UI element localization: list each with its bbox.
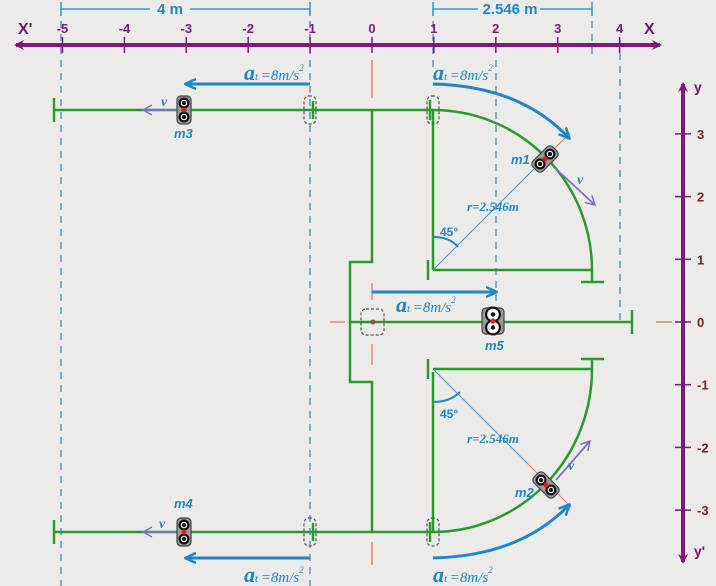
y-tick-label: -1 — [697, 378, 709, 393]
mass-label-m5: m5 — [485, 338, 505, 353]
accel-label-m3: at =8m/s2 — [244, 60, 304, 85]
velocity-label-m3: v — [161, 95, 168, 110]
radius-label-upper: r=2.546m — [467, 199, 519, 214]
mass-label-m3: m3 — [174, 126, 194, 141]
ghost-m3 — [303, 95, 317, 125]
dimension-left — [60, 2, 311, 16]
radius-label-lower: r=2.546m — [467, 431, 519, 446]
x-tick-label: 2 — [492, 21, 499, 36]
x-tick-label: -5 — [57, 21, 69, 36]
y-tick-label: 3 — [697, 127, 704, 142]
y-tick-label: -2 — [697, 440, 709, 455]
x-tick-label: -4 — [119, 21, 131, 36]
cart-m4 — [176, 517, 192, 547]
angle-arc-lower — [432, 391, 461, 403]
ghost-m2 — [426, 517, 440, 547]
ghost-m4 — [303, 517, 317, 547]
mass-label-m1: m1 — [511, 152, 530, 167]
velocity-label-m4: v — [159, 517, 166, 532]
y-tick-label: 0 — [697, 315, 704, 330]
velocity-arrows — [141, 104, 597, 538]
mass-label-m4: m4 — [174, 496, 194, 511]
origin-dot — [370, 319, 376, 325]
y-prime-axis-label: y' — [694, 543, 705, 559]
y-axis: 3 2 1 0 -1 -2 -3 y y' — [656, 79, 709, 564]
accel-label-m4: at =8m/s2 — [244, 562, 304, 586]
dashed-guides — [60, 8, 621, 586]
accel-label-m1: at =8m/s2 — [433, 60, 493, 85]
y-tick-label: -3 — [697, 503, 709, 518]
velocity-label-m1: v — [577, 173, 584, 188]
x-tick-label: 3 — [554, 21, 561, 36]
velocity-arrow-m1 — [554, 167, 597, 207]
velocity-arrow-m2 — [555, 439, 592, 481]
x-tick-label: 1 — [430, 21, 437, 36]
angle-label-upper: 45° — [440, 225, 458, 239]
x-prime-axis-label: X' — [18, 21, 32, 38]
x-tick-label: 4 — [616, 21, 624, 36]
ghost-m5 — [360, 308, 385, 336]
accel-arrow-m1 — [432, 82, 569, 138]
x-axis-label: X — [644, 21, 655, 38]
mass-label-m2: m2 — [515, 485, 535, 500]
angle-label-lower: 45° — [440, 407, 458, 421]
accel-label-m5: at =8m/s2 — [396, 292, 456, 317]
velocity-label-m2: v — [568, 459, 575, 474]
x-tick-label: -3 — [181, 21, 193, 36]
dimension-left-label: 4 m — [157, 1, 183, 18]
x-tick-label: -1 — [304, 21, 316, 36]
x-tick-label: -2 — [242, 21, 254, 36]
angle-arc-upper — [432, 236, 459, 248]
dimension-right-label: 2.546 m — [482, 1, 537, 18]
ghost-m1 — [426, 95, 440, 125]
cart-m5 — [481, 306, 505, 336]
dimension-right — [432, 2, 593, 16]
accel-label-m2: at =8m/s2 — [433, 562, 493, 586]
accel-arrow-m2 — [432, 505, 569, 560]
x-tick-label: 0 — [368, 21, 375, 36]
y-axis-label: y — [694, 79, 702, 95]
x-axis: -5 -4 -3 -2 -1 0 1 2 3 4 X X' — [14, 21, 662, 53]
cart-m3 — [176, 95, 192, 125]
cart-m2 — [532, 471, 560, 499]
initial-position-markers — [303, 95, 440, 547]
y-tick-label: 2 — [697, 190, 704, 205]
acceleration-arrows — [186, 84, 569, 558]
cart-m1 — [531, 145, 559, 173]
y-tick-label: 1 — [697, 252, 704, 267]
